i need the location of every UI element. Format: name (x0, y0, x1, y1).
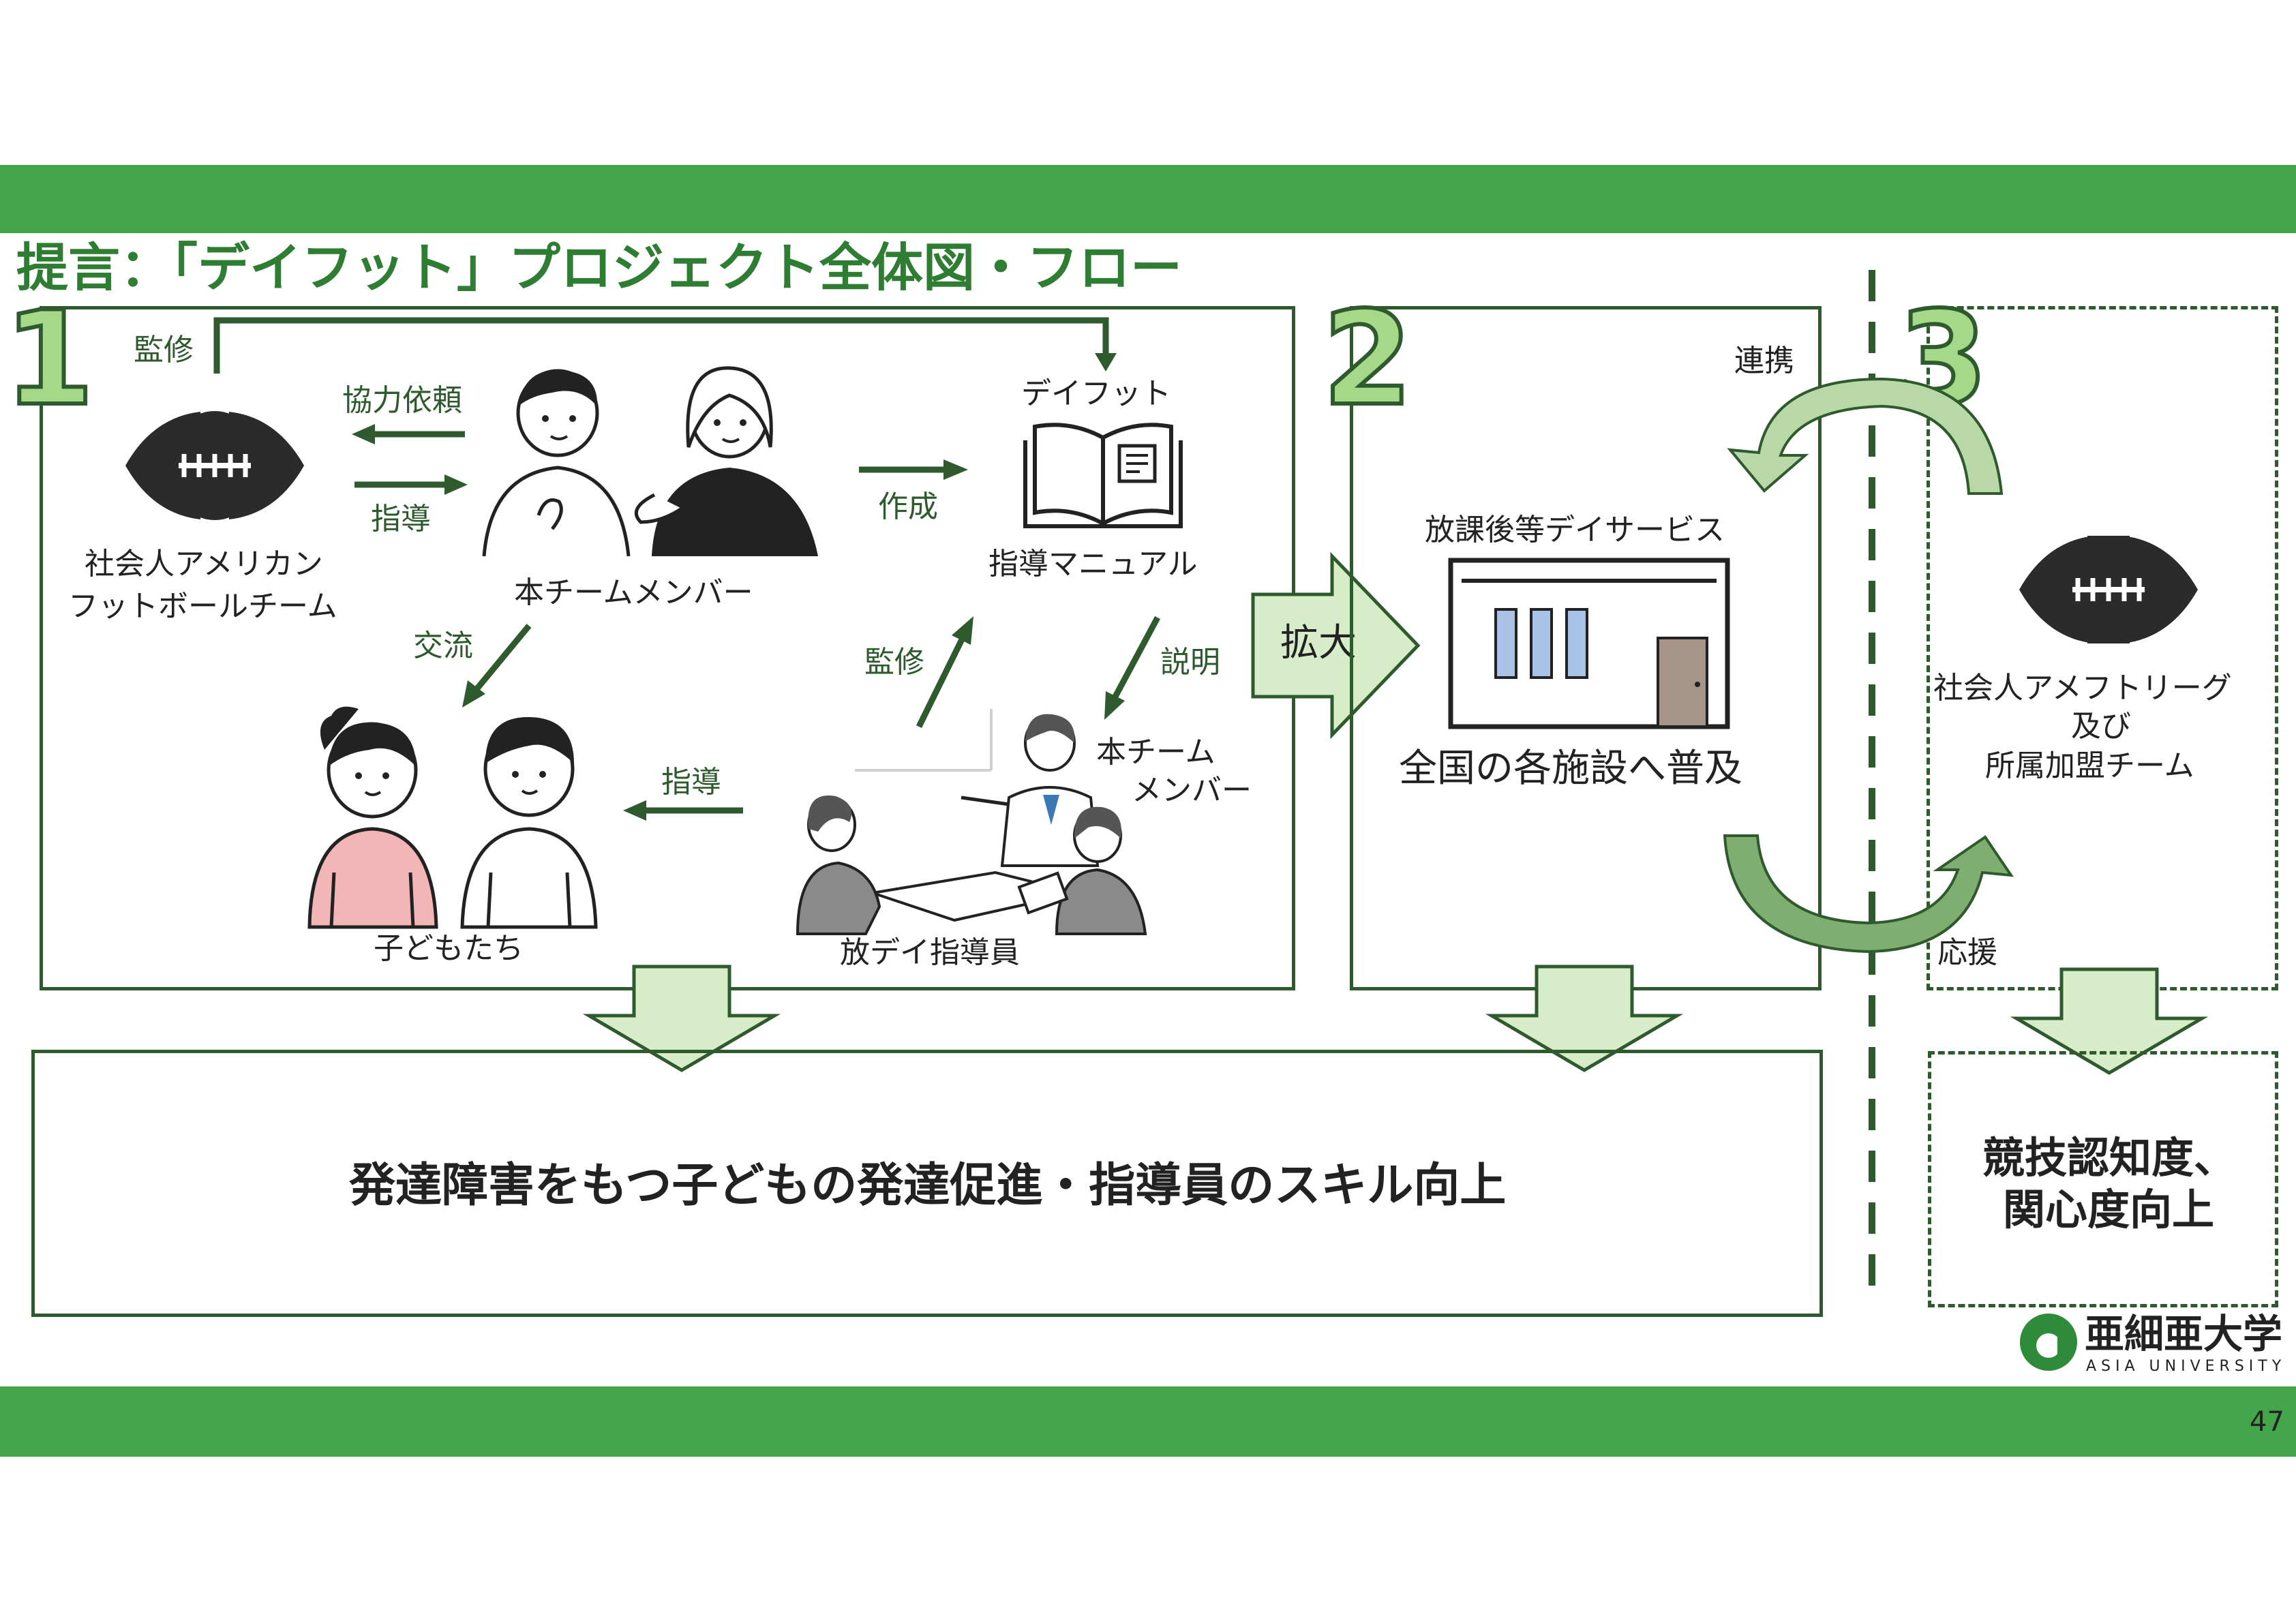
create-label: 作成 (878, 489, 938, 524)
down-arrow-1-icon (582, 965, 781, 1072)
children-illustration (307, 706, 598, 929)
members-label: 本チームメンバー (514, 575, 753, 610)
footer-band (0, 1386, 2296, 1457)
down-arrow-3-icon (2010, 967, 2209, 1075)
result-sub-line2: 関心度向上 (2003, 1185, 2215, 1234)
arrow-guidance-children-icon (623, 800, 743, 821)
team-label-line2: フットボールチーム (68, 589, 337, 624)
arrow-right-icon (354, 474, 468, 495)
expand-arrow-icon (1251, 551, 1421, 740)
members2-line1: 本チーム (1096, 735, 1215, 770)
staff-label: 放デイ指導員 (840, 935, 1020, 970)
dashed-separator (1869, 270, 1875, 1299)
section-1-number: 1 (2, 284, 96, 434)
supervise-top-label: 監修 (134, 333, 194, 367)
facility-title: 放課後等デイサービス (1425, 513, 1725, 547)
arrow-create-icon (859, 459, 968, 480)
exchange-label: 交流 (413, 628, 473, 663)
collaboration-label: 連携 (1734, 344, 1794, 378)
explain-label: 説明 (1160, 645, 1220, 680)
logo-name-ja: 亜細亜大学 (2085, 1311, 2283, 1357)
university-logo-icon (2020, 1314, 2077, 1371)
result-main-box (31, 1050, 1823, 1317)
members2-line2: メンバー (1132, 773, 1252, 808)
manual-title: デイフット (1021, 376, 1171, 411)
league-line3: 所属加盟チーム (1985, 748, 2194, 783)
team-members-illustration (482, 366, 818, 557)
page-title: 提言：「デイフット」プロジェクト全体図・フロー (16, 237, 1182, 298)
result-sub-box (1928, 1051, 2278, 1307)
down-arrow-2-icon (1485, 965, 1684, 1072)
arrow-left-icon (352, 424, 465, 444)
league-line1: 社会人アメフトリーグ (1933, 671, 2232, 706)
team-label-line1: 社会人アメリカン (85, 547, 323, 581)
cooperation-request-label: 協力依頼 (342, 383, 462, 418)
result-sub-line1: 競技認知度、 (1982, 1133, 2237, 1183)
header-band (0, 165, 2296, 233)
book-icon (1023, 423, 1183, 528)
league-line2: 及び (2071, 709, 2131, 744)
spread-label: 全国の各施設へ普及 (1399, 746, 1742, 791)
football-icon (125, 411, 304, 520)
supervise-mid-label: 監修 (864, 645, 924, 680)
section-2-number: 2 (1320, 284, 1415, 434)
page-number: 47 (2250, 1406, 2284, 1438)
league-football-icon (2019, 536, 2198, 643)
building-icon (1448, 558, 1730, 729)
logo-name-en: ASIA UNIVERSITY (2086, 1358, 2286, 1375)
support-label: 応援 (1937, 935, 1997, 970)
guidance-to-team-label: 指導 (371, 502, 431, 536)
expand-label: 拡大 (1280, 621, 1357, 665)
guidance-children-label: 指導 (661, 765, 721, 800)
children-label: 子どもたち (374, 931, 524, 966)
result-main-text: 発達障害をもつ子どもの発達促進・指導員のスキル向上 (349, 1159, 1507, 1213)
staff-meeting-illustration (796, 709, 1147, 935)
manual-label: 指導マニュアル (988, 547, 1198, 581)
